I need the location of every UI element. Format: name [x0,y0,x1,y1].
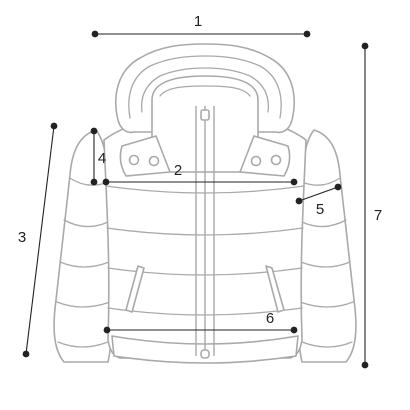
bottom-snap [200,349,210,359]
measure-5: 5 [295,183,342,218]
zipper-placket [195,106,215,356]
snap-button [148,155,160,167]
snap-button [270,154,282,166]
snap-button [250,155,262,167]
measure-label-2: 2 [174,162,182,179]
right-collar-flap [239,135,291,177]
measure-7: 7 [361,42,382,369]
left-collar-flap [119,135,171,177]
measure-4: 4 [90,127,106,186]
measure-3: 3 [18,122,58,358]
measure-label-1: 1 [194,13,202,30]
measurements: 1 2 3 4 5 [18,13,382,369]
zipper-pull [200,109,210,121]
measure-label-7: 7 [374,207,382,224]
left-pocket [125,265,145,313]
jacket-illustration [53,43,357,364]
measure-label-3: 3 [18,229,26,246]
measure-label-4: 4 [98,150,106,167]
measure-label-6: 6 [266,310,274,327]
measure-2: 2 [102,162,298,186]
snap-button [128,154,140,166]
measure-1: 1 [91,13,311,38]
right-sleeve [297,129,357,363]
measure-label-5: 5 [316,201,324,218]
measure-6: 6 [103,310,298,334]
right-pocket [265,265,285,313]
